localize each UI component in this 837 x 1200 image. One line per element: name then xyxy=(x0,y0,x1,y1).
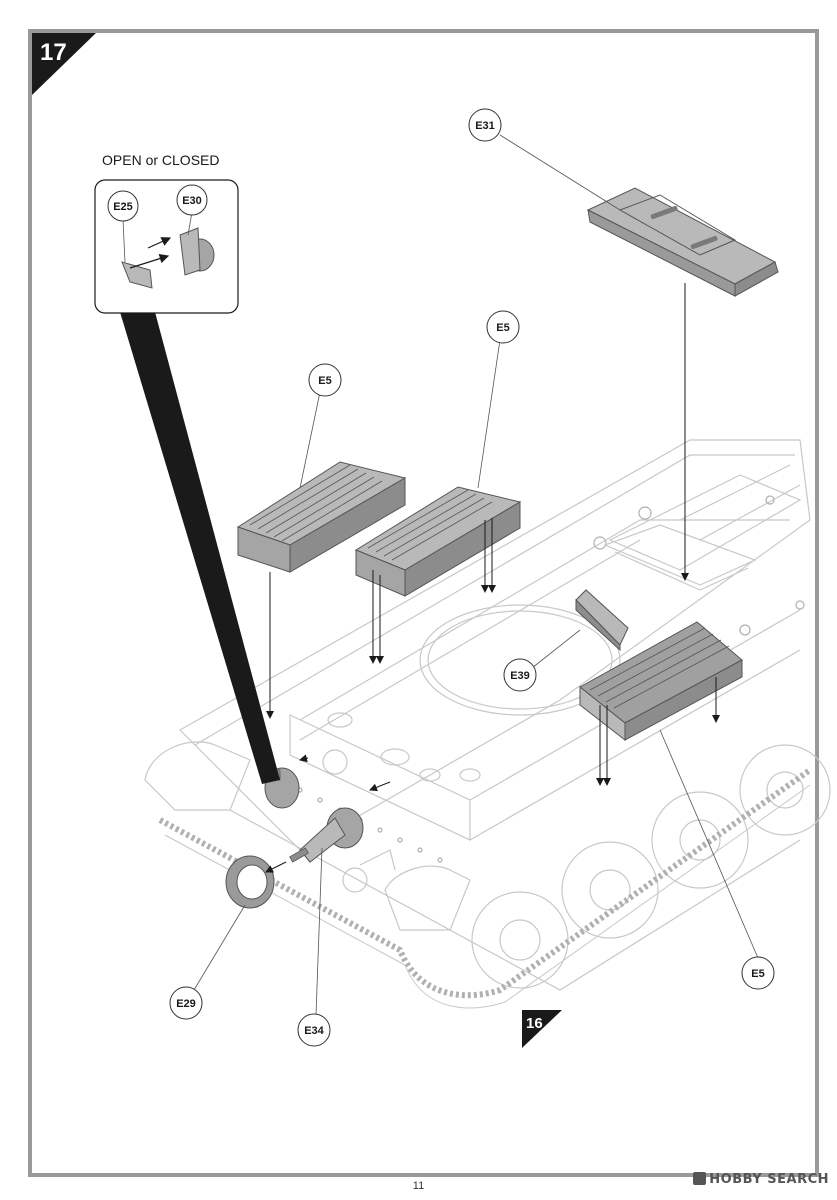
callout-e5-left: E5 xyxy=(308,363,342,397)
part-e5-middle-box xyxy=(354,486,522,597)
part-e31-plate xyxy=(586,187,779,297)
svg-text:E34: E34 xyxy=(304,1025,324,1037)
svg-text:E5: E5 xyxy=(496,322,509,334)
callout-e5-right: E5 xyxy=(741,956,775,990)
step-number: 17 xyxy=(40,39,67,66)
callout-e31: E31 xyxy=(468,108,502,142)
callout-e5-middle: E5 xyxy=(486,310,520,344)
callout-e34: E34 xyxy=(297,1013,331,1047)
callout-e39: E39 xyxy=(503,658,537,692)
leader-lines xyxy=(193,134,759,1016)
callout-e25: E25 xyxy=(107,190,139,222)
watermark-badge-icon xyxy=(693,1172,707,1185)
part-e5-right-box xyxy=(579,621,743,742)
svg-text:E31: E31 xyxy=(475,120,495,132)
part-e34 xyxy=(289,807,364,863)
next-step-badge: 16 xyxy=(522,1010,562,1048)
inset-box: OPEN or CLOSED xyxy=(94,152,239,314)
part-e29-ring xyxy=(225,855,275,909)
inset-pointer xyxy=(120,312,280,784)
svg-text:E5: E5 xyxy=(318,375,331,387)
inset-title: OPEN or CLOSED xyxy=(102,152,219,168)
step-badge: 17 xyxy=(32,33,96,95)
watermark-text: HOBBY SEARCH xyxy=(709,1172,829,1187)
tank-hull-lineart xyxy=(144,439,831,1009)
page-number: 11 xyxy=(412,1180,425,1192)
page-frame xyxy=(28,29,819,1177)
part-e5-left-box xyxy=(236,461,407,573)
watermark-logo: HOBBY SEARCH xyxy=(693,1172,829,1187)
assembly-arrows xyxy=(265,283,720,873)
svg-text:E30: E30 xyxy=(182,195,202,207)
svg-text:E39: E39 xyxy=(510,670,530,682)
svg-text:E25: E25 xyxy=(113,201,133,213)
svg-text:E29: E29 xyxy=(176,998,196,1010)
callout-e30: E30 xyxy=(176,184,208,216)
part-e39-wedge xyxy=(575,589,629,652)
svg-text:E5: E5 xyxy=(751,968,764,980)
next-step-number: 16 xyxy=(526,1015,543,1032)
callout-e29: E29 xyxy=(169,986,203,1020)
